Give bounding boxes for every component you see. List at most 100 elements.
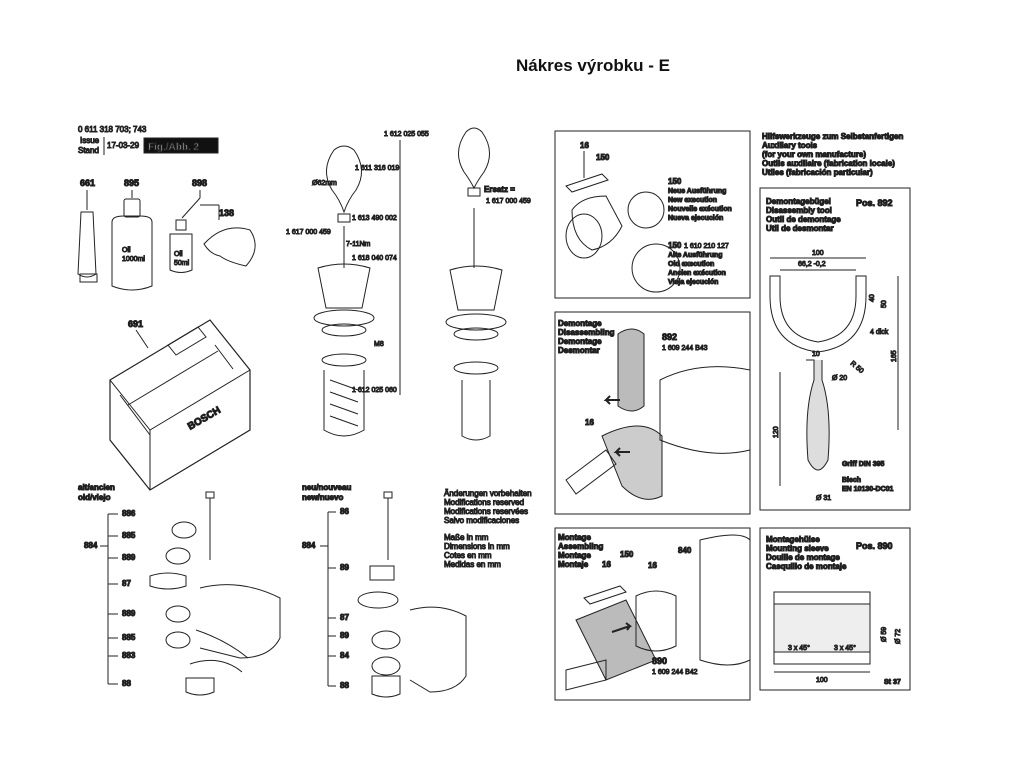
alt-group: 884	[84, 541, 98, 550]
panel-ring: 16 150 150 Neue Ausführung New execution…	[554, 130, 751, 299]
alt-item-4: 87	[122, 579, 131, 588]
t890-line-3: Douille de montage	[766, 553, 840, 562]
label-661: 661	[80, 178, 95, 188]
alt-item-5: 889	[122, 609, 136, 618]
t890-chamfer-1: 3 x 45°	[788, 644, 810, 652]
issue-label: Issue	[80, 136, 100, 145]
t890-chamfer-2: 3 x 45°	[834, 644, 856, 652]
t892-dim-thick: 4 dick	[870, 329, 889, 336]
demo-line-1: Demontage	[558, 319, 602, 328]
t892-dim-r50: R 50	[849, 360, 865, 375]
tool-892-panel: Demontagebügel Disassembly tool Outil de…	[759, 187, 911, 511]
aux-line-2: Auxiliary tools	[762, 141, 818, 150]
ring-old-3: Ancien exécution	[668, 270, 726, 277]
t892-dim-100: 100	[812, 250, 824, 257]
aux-line-5: Utiles (fabricación particular)	[762, 168, 873, 177]
mont-line-2: Assembling	[558, 542, 603, 551]
ring-new-1: Neue Ausführung	[668, 188, 726, 195]
neu-item-3: 87	[340, 613, 349, 622]
mont-l840: 840	[678, 546, 692, 555]
label-138: 138	[219, 208, 234, 218]
issue-date: 17-03-29	[107, 141, 140, 150]
label-691: 691	[128, 319, 143, 329]
tool-890-panel: Montagehülse Mounting sleeve Douille de …	[759, 527, 911, 691]
label-898: 898	[192, 178, 207, 188]
carrying-case-691: BOSCH	[109, 319, 251, 491]
alt-section: alt/ancien old/viejo 884 886 885 889 87 …	[78, 483, 281, 696]
t890-line-4: Casquillo de montaje	[766, 562, 847, 571]
demo-part: 892	[662, 332, 677, 342]
t892-line-2: Disassembly tool	[766, 206, 832, 215]
aux-tools-heading: Hilfswerkzeuge zum Selbstanfertigen Auxi…	[762, 132, 904, 178]
stand-label: Stand	[78, 146, 99, 155]
note-dim-4: Medidas en mm	[444, 560, 501, 569]
t892-line-4: Util de desmontar	[766, 224, 834, 233]
mont-l16b: 16	[648, 561, 657, 570]
mont-line-4: Montaje	[558, 560, 589, 569]
neu-heading-1: neu/nouveau	[302, 483, 351, 492]
note-dim-1: Maße in mm	[444, 533, 489, 542]
code-6: 7-11Nm	[346, 241, 371, 248]
neu-item-5: 84	[340, 651, 349, 660]
alt-item-3: 889	[122, 553, 136, 562]
svg-text:BOSCH: BOSCH	[186, 405, 223, 433]
code-7: 1 618 040 074	[352, 255, 397, 262]
aux-line-4: Outils auxiliaire (fabrication locale)	[762, 159, 895, 168]
fig-label: Fig./Abb. 2	[148, 142, 200, 153]
alt-heading-2: old/viejo	[78, 493, 111, 502]
t892-dim-40: 40	[869, 294, 876, 302]
t892-dim-d31: Ø 31	[816, 495, 831, 502]
grease-tube-661	[77, 190, 98, 283]
panel-demontage: Demontage Disassembling Demontage Desmon…	[554, 311, 751, 515]
ring-new-3: Nouvelle exécution	[668, 206, 732, 213]
notes: Änderungen vorbehalten Modifications res…	[444, 489, 533, 570]
t892-line-1: Demontagebügel	[766, 197, 831, 206]
mont-l16a: 16	[602, 560, 611, 569]
panel-montage: Montage Assembling Montage Montaje 16 15…	[554, 527, 751, 701]
alt-item-7: 883	[122, 651, 136, 660]
demo-line-4: Desmontar	[558, 346, 600, 355]
ring-l150: 150	[596, 153, 610, 162]
t892-dim-d20: Ø 20	[832, 375, 847, 382]
note-change-4: Salvo modificaciones	[444, 516, 519, 525]
alt-item-6: 885	[122, 633, 136, 642]
ersatz-code: 1 617 000 459	[486, 198, 531, 205]
ring-old-2: Old execution	[668, 261, 714, 268]
t890-material: St 37	[884, 679, 901, 686]
alt-item-1: 886	[122, 509, 136, 518]
mont-line-3: Montage	[558, 551, 591, 560]
t890-line-2: Mounting sleeve	[766, 544, 829, 553]
t892-dim-10: 10	[812, 351, 820, 358]
aux-line-1: Hilfswerkzeuge zum Selbstanfertigen	[762, 132, 903, 141]
t890-dim-100: 100	[816, 677, 828, 684]
code-3: Ø62mm	[312, 180, 337, 187]
neu-group: 884	[302, 541, 316, 550]
code-8: M8	[374, 341, 384, 348]
note-change-2: Modifications reserved	[444, 498, 524, 507]
neu-item-1: 86	[340, 507, 349, 516]
demo-l16: 16	[585, 418, 594, 427]
mont-code: 1 609 244 B42	[652, 669, 698, 676]
alt-item-8: 88	[122, 679, 131, 688]
t892-dim-50: 50	[881, 300, 888, 308]
cloth-138	[200, 204, 256, 267]
ring-old-1: Alte Ausführung	[668, 252, 723, 259]
note-change-1: Änderungen vorbehalten	[444, 489, 532, 498]
t892-dim-165: 165	[891, 350, 898, 362]
ring-l16: 16	[580, 141, 589, 150]
neu-section: neu/nouveau new/nuevo 884 86 89 87 89 84…	[302, 483, 467, 698]
alt-heading-1: alt/ancien	[78, 483, 115, 492]
mont-line-1: Montage	[558, 533, 591, 542]
ersatz-label: Ersatz =	[484, 185, 515, 194]
t892-griff: Griff DIN 395	[842, 461, 885, 468]
code-1: 1 612 025 055	[384, 131, 429, 138]
t892-dim-120: 120	[773, 426, 780, 438]
part-number: 0 611 318 703; 743	[78, 125, 147, 134]
mont-l150: 150	[620, 550, 634, 559]
t892-blech-1: Blech	[842, 477, 861, 484]
